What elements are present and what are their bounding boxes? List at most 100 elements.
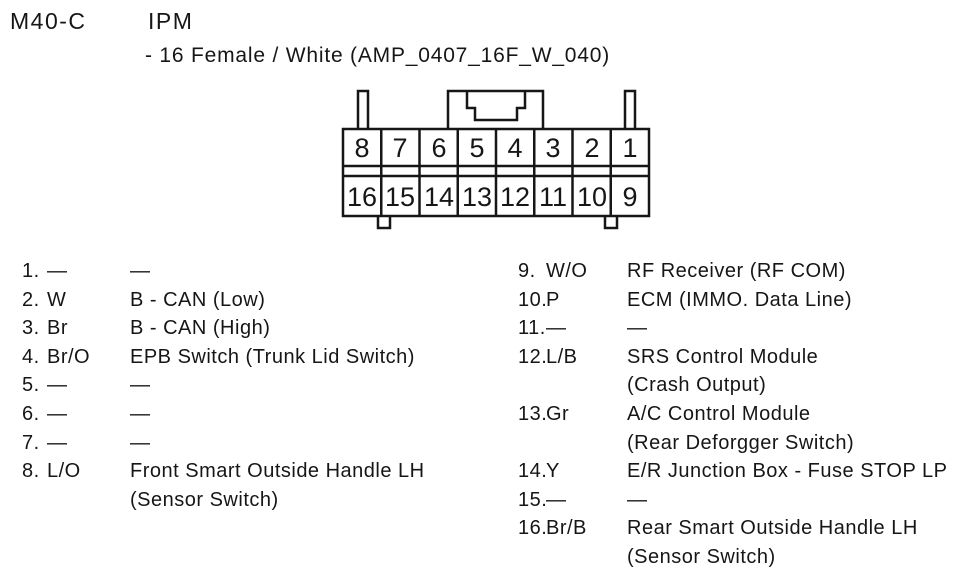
pin-number: 3. (22, 317, 40, 340)
pin-cavity-8: 8 (354, 133, 369, 163)
pin-cavity-7: 7 (392, 133, 407, 163)
pin-number: 7. (22, 431, 40, 454)
connector-subtitle: - 16 Female / White (AMP_0407_16F_W_040) (145, 44, 611, 67)
pin-list-left: 1. — — 2. W B - CAN (Low) 3. Br B - CAN … (22, 257, 492, 514)
wire-color: Gr (546, 402, 570, 425)
connector-top-tab-right (623, 89, 637, 129)
pin-row-8-cont: (Sensor Switch) (22, 486, 492, 515)
pin-row-5: 5. — — (22, 371, 492, 400)
pin-row-3: 3. Br B - CAN (High) (22, 314, 492, 343)
pin-row-6: 6. — — (22, 400, 492, 429)
pin-number: 2. (22, 288, 40, 311)
wire-color: — (47, 402, 68, 425)
pin-description-cont: (Sensor Switch) (627, 545, 776, 568)
pin-number: 14. (518, 460, 548, 483)
pin-row-11: 11. — — (518, 314, 970, 343)
pin-row-12: 12. L/B SRS Control Module (518, 343, 970, 372)
pin-description: B - CAN (High) (130, 317, 271, 340)
pin-number: 13. (518, 402, 548, 425)
pin-cavity-11: 11 (539, 182, 567, 212)
wire-color: — (546, 488, 567, 511)
pin-description-cont: (Sensor Switch) (130, 488, 279, 511)
wire-color: P (546, 288, 560, 311)
pin-cavity-10: 10 (577, 182, 607, 212)
pin-number: 1. (22, 260, 40, 282)
pin-description-cont: (Crash Output) (627, 374, 767, 397)
wire-color: Br (47, 317, 68, 340)
wire-color: L/B (546, 345, 578, 368)
pin-description: Rear Smart Outside Handle LH (627, 517, 918, 540)
pin-description: Front Smart Outside Handle LH (130, 460, 425, 483)
pin-row-16: 16. Br/B Rear Smart Outside Handle LH (518, 514, 970, 543)
pin-row-13-cont: (Rear Deforgger Switch) (518, 429, 970, 458)
connector-latch (446, 89, 545, 129)
pin-row-14: 14. Y E/R Junction Box - Fuse STOP LP (518, 457, 970, 486)
pin-number: 10. (518, 288, 548, 311)
pin-number: 16. (518, 517, 548, 540)
pin-row-7: 7. — — (22, 429, 492, 458)
pin-row-4: 4. Br/O EPB Switch (Trunk Lid Switch) (22, 343, 492, 372)
pin-number: 12. (518, 345, 548, 368)
pin-cavity-5: 5 (469, 133, 484, 163)
pin-number: 4. (22, 345, 40, 368)
pin-description: — (627, 317, 648, 340)
pin-row-16-cont: (Sensor Switch) (518, 543, 970, 572)
pin-description: A/C Control Module (627, 402, 811, 425)
wire-color: Br/B (546, 517, 587, 540)
pin-row-1: 1. — — (22, 257, 492, 286)
pin-cavity-14: 14 (424, 182, 454, 212)
pin-description-cont: (Rear Deforgger Switch) (627, 431, 855, 454)
pin-number: 15. (518, 488, 548, 511)
pin-description: — (130, 402, 151, 425)
pin-cavity-4: 4 (507, 133, 522, 163)
wire-color: — (47, 260, 68, 282)
pin-cavity-1: 1 (622, 133, 637, 163)
pin-row-2: 2. W B - CAN (Low) (22, 286, 492, 315)
wire-color: Br/O (47, 345, 91, 368)
connector-latch-notch (465, 91, 527, 122)
pin-number: 11. (518, 317, 546, 340)
pin-description: SRS Control Module (627, 345, 819, 368)
pin-cavity-13: 13 (462, 182, 492, 212)
pin-list-right: 9. W/O RF Receiver (RF COM) 10. P ECM (I… (518, 257, 970, 572)
pin-description: — (130, 431, 151, 454)
pin-cavity-2: 2 (584, 133, 599, 163)
wire-color: L/O (47, 460, 81, 483)
pin-row-9: 9. W/O RF Receiver (RF COM) (518, 257, 970, 286)
pin-cavity-15: 15 (385, 182, 415, 212)
pin-cavity-16: 16 (347, 182, 377, 212)
pin-row-12-cont: (Crash Output) (518, 371, 970, 400)
wire-color: W/O (546, 260, 588, 282)
wire-color: W (47, 288, 67, 311)
connector-bottom-tab-left (376, 216, 392, 230)
pin-number: 9. (518, 260, 536, 282)
pin-number: 5. (22, 374, 40, 397)
pin-description: E/R Junction Box - Fuse STOP LP (627, 460, 948, 483)
pin-row-13: 13. Gr A/C Control Module (518, 400, 970, 429)
connector-top-tab-left (356, 89, 370, 129)
connector-id: M40-C (10, 8, 87, 34)
pin-row-10: 10. P ECM (IMMO. Data Line) (518, 286, 970, 315)
pin-description: — (130, 260, 151, 282)
pin-row-8: 8. L/O Front Smart Outside Handle LH (22, 457, 492, 486)
pin-description: EPB Switch (Trunk Lid Switch) (130, 345, 415, 368)
pin-description: B - CAN (Low) (130, 288, 266, 311)
pin-description: ECM (IMMO. Data Line) (627, 288, 852, 311)
wire-color: — (47, 431, 68, 454)
pin-cavity-6: 6 (431, 133, 446, 163)
pin-cavity-3: 3 (545, 133, 560, 163)
pin-cavity-12: 12 (500, 182, 530, 212)
connector-pin-numbers: 8 7 6 5 4 3 2 1 16 15 14 13 12 11 10 9 (347, 133, 638, 212)
pin-row-15: 15. — — (518, 486, 970, 515)
pin-number: 8. (22, 460, 40, 483)
module-name: IPM (148, 8, 194, 34)
connector-bottom-tab-right (603, 216, 619, 230)
wire-color: — (546, 317, 567, 340)
connector-diagram: 8 7 6 5 4 3 2 1 16 15 14 13 12 11 10 9 (341, 89, 651, 230)
pin-description: — (627, 488, 648, 511)
pin-description: — (130, 374, 151, 397)
pin-cavity-9: 9 (622, 182, 637, 212)
pin-number: 6. (22, 402, 40, 425)
pin-description: RF Receiver (RF COM) (627, 260, 846, 282)
